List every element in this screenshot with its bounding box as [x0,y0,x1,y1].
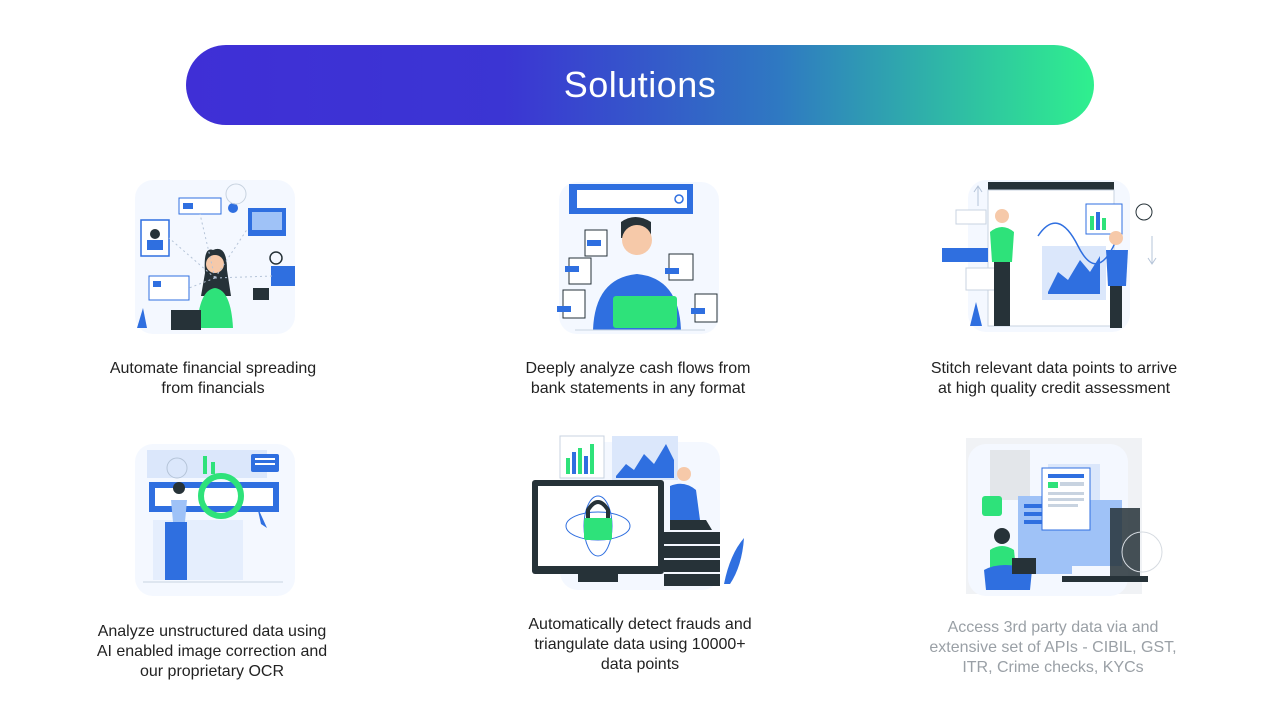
caption-line: Access 3rd party data via and [947,619,1159,636]
caption-line: extensive set of APIs - CIBIL, GST, [929,639,1177,656]
caption-line: Analyze unstructured data using [97,623,327,640]
page-title: Solutions [563,64,717,105]
caption-line: bank statements in any format [530,380,746,397]
api-integration-illustration [960,420,1168,598]
cash-flow-illustration [555,178,721,336]
caption-line: at high quality credit assessment [937,380,1171,397]
caption-line: Automate financial spreading [109,360,317,377]
caption-line: data points [600,656,680,673]
caption-line: AI enabled image correction and [96,643,328,660]
caption-line: from financials [161,380,265,397]
ocr-illustration [133,442,297,598]
solutions-banner: Solutions [186,45,1094,125]
caption-line: Stitch relevant data points to arrive [930,360,1178,377]
caption-line: Deeply analyze cash flows from [525,360,751,377]
card-caption: Stitch relevant data points to arrive at … [889,359,1219,399]
card-caption: Automate financial spreading from financi… [48,359,378,399]
credit-assessment-illustration [938,176,1160,336]
caption-line: Automatically detect frauds and [528,616,752,633]
caption-line: triangulate data using 10000+ [534,636,746,653]
fraud-detection-illustration [530,434,750,592]
card-caption: Deeply analyze cash flows from bank state… [473,359,803,399]
caption-line: ITR, Crime checks, KYCs [962,659,1144,676]
card-caption: Access 3rd party data via and extensive s… [888,618,1218,678]
card-caption: Automatically detect frauds and triangula… [475,615,805,675]
financial-spreading-illustration [133,178,297,336]
card-caption: Analyze unstructured data using AI enable… [47,622,377,682]
caption-line: our proprietary OCR [139,663,285,680]
